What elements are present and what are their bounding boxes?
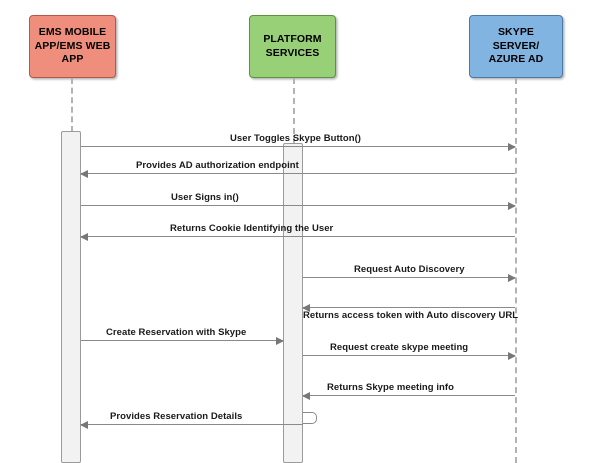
arrowhead-right-icon (276, 337, 284, 345)
message-label-8: Request create skype meeting (330, 342, 469, 353)
message-label-4: Returns Cookie Identifying the User (170, 223, 334, 234)
participant-label-skype: SKYPE SERVER/ AZURE AD (488, 25, 544, 66)
message-arrow-10: Provides Reservation Details (80, 411, 303, 429)
message-label-1: User Toggles Skype Button() (230, 133, 362, 144)
arrowhead-left-icon (302, 304, 310, 312)
lifeline-skype (515, 78, 517, 463)
message-arrow-4: Returns Cookie Identifying the User (80, 223, 515, 241)
arrowhead-left-icon (80, 421, 88, 429)
arrowhead-right-icon (508, 143, 516, 151)
message-arrow-8: Request create skype meeting (303, 342, 516, 360)
activation-bar-platform (283, 143, 303, 463)
message-label-10: Provides Reservation Details (110, 411, 243, 422)
arrowhead-right-icon (508, 202, 516, 210)
participant-box-skype[interactable]: SKYPE SERVER/ AZURE AD (469, 15, 563, 78)
participant-label-ems: EMS MOBILE APP/EMS WEB APP (34, 25, 111, 66)
arrowhead-left-icon (80, 170, 88, 178)
message-arrow-3: User Signs in() (81, 192, 516, 210)
message-label-7: Create Reservation with Skype (106, 327, 247, 338)
self-message-loop-platform (303, 412, 317, 424)
message-label-6: Returns access token with Auto discovery… (303, 310, 519, 321)
message-arrow-1: User Toggles Skype Button() (81, 133, 516, 151)
arrowhead-right-icon (508, 274, 516, 282)
activation-bar-ems (61, 131, 81, 463)
message-label-9: Returns Skype meeting info (327, 382, 454, 393)
lifeline-ems (71, 78, 73, 132)
message-arrow-7: Create Reservation with Skype (81, 327, 284, 345)
message-arrow-2: Provides AD authorization endpoint (80, 160, 515, 178)
message-arrow-6: Returns access token with Auto discovery… (302, 304, 518, 321)
arrowhead-right-icon (508, 352, 516, 360)
participant-label-platform: PLATFORM SERVICES (263, 32, 322, 59)
arrowhead-left-icon (80, 233, 88, 241)
message-label-2: Provides AD authorization endpoint (136, 160, 299, 171)
message-label-3: User Signs in() (171, 192, 239, 203)
lifeline-platform (293, 78, 295, 144)
message-arrow-9: Returns Skype meeting info (302, 382, 515, 400)
message-arrow-5: Request Auto Discovery (303, 264, 516, 282)
participant-box-platform[interactable]: PLATFORM SERVICES (249, 15, 336, 78)
participant-box-ems[interactable]: EMS MOBILE APP/EMS WEB APP (29, 15, 116, 78)
arrowhead-left-icon (302, 392, 310, 400)
message-label-5: Request Auto Discovery (354, 264, 465, 275)
